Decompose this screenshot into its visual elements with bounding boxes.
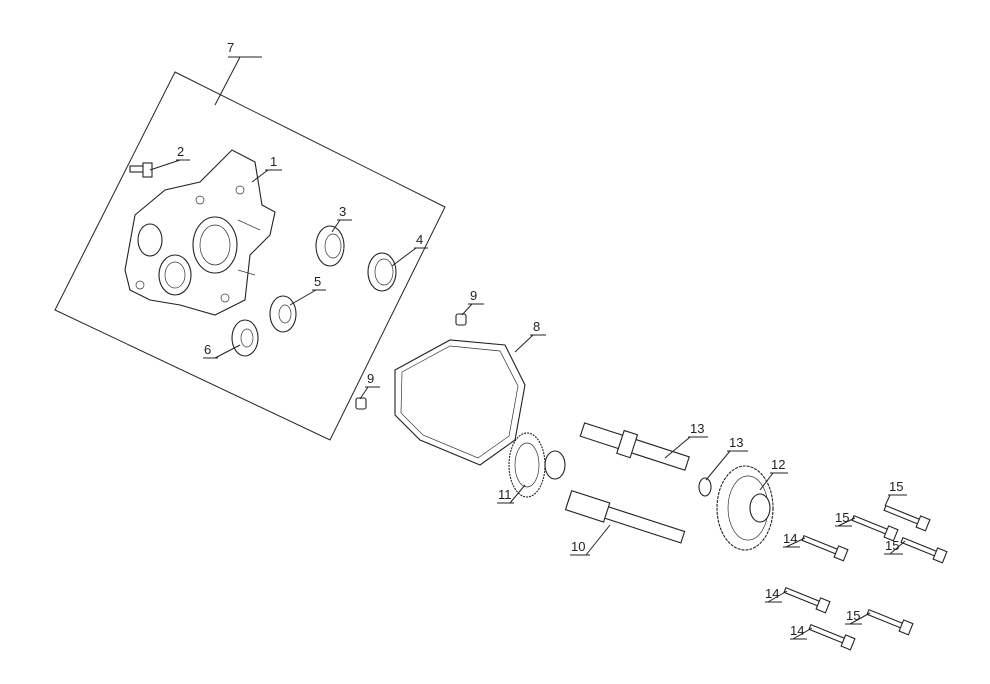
oil-seal-4 <box>367 252 397 292</box>
bolt <box>900 536 948 564</box>
callout-14: 14 <box>790 623 804 638</box>
assembly-frame <box>54 71 446 441</box>
callout-11: 11 <box>498 487 512 502</box>
gasket <box>394 339 526 466</box>
shaft-13 <box>579 422 690 471</box>
callout-10: 10 <box>571 539 585 554</box>
callout-12: 12 <box>771 457 785 472</box>
callout-15: 15 <box>835 510 849 525</box>
circlip <box>698 477 712 497</box>
dowel-pin <box>355 397 367 410</box>
callout-6: 6 <box>204 342 211 357</box>
bolt <box>783 586 831 614</box>
callout-15: 15 <box>885 538 899 553</box>
callout-15: 15 <box>846 608 860 623</box>
callout-13: 13 <box>729 435 743 450</box>
shaft-10 <box>564 489 686 544</box>
callout-13: 13 <box>690 421 704 436</box>
callout-4: 4 <box>416 232 423 247</box>
bolt <box>883 504 931 532</box>
callout-3: 3 <box>339 204 346 219</box>
callout-2: 2 <box>177 144 184 159</box>
leader-lines <box>149 56 907 640</box>
callout-14: 14 <box>765 586 779 601</box>
gear-11 <box>508 432 566 498</box>
dowel-pin <box>455 313 467 326</box>
bolt <box>851 514 899 542</box>
callout-5: 5 <box>314 274 321 289</box>
plug-bolt <box>129 162 153 178</box>
callout-15: 15 <box>889 479 903 494</box>
callout-14: 14 <box>783 531 797 546</box>
callout-9: 9 <box>367 371 374 386</box>
callout-8: 8 <box>533 319 540 334</box>
gear-12 <box>716 465 774 551</box>
callout-9: 9 <box>470 288 477 303</box>
callout-7: 7 <box>227 40 234 55</box>
callout-1: 1 <box>270 154 277 169</box>
bolt <box>801 534 849 562</box>
bearing-5 <box>269 295 297 333</box>
bolt <box>808 623 856 651</box>
bearing-3 <box>315 225 345 267</box>
transmission-case <box>124 149 276 316</box>
bearing-6 <box>231 319 259 357</box>
bolt <box>866 608 914 636</box>
